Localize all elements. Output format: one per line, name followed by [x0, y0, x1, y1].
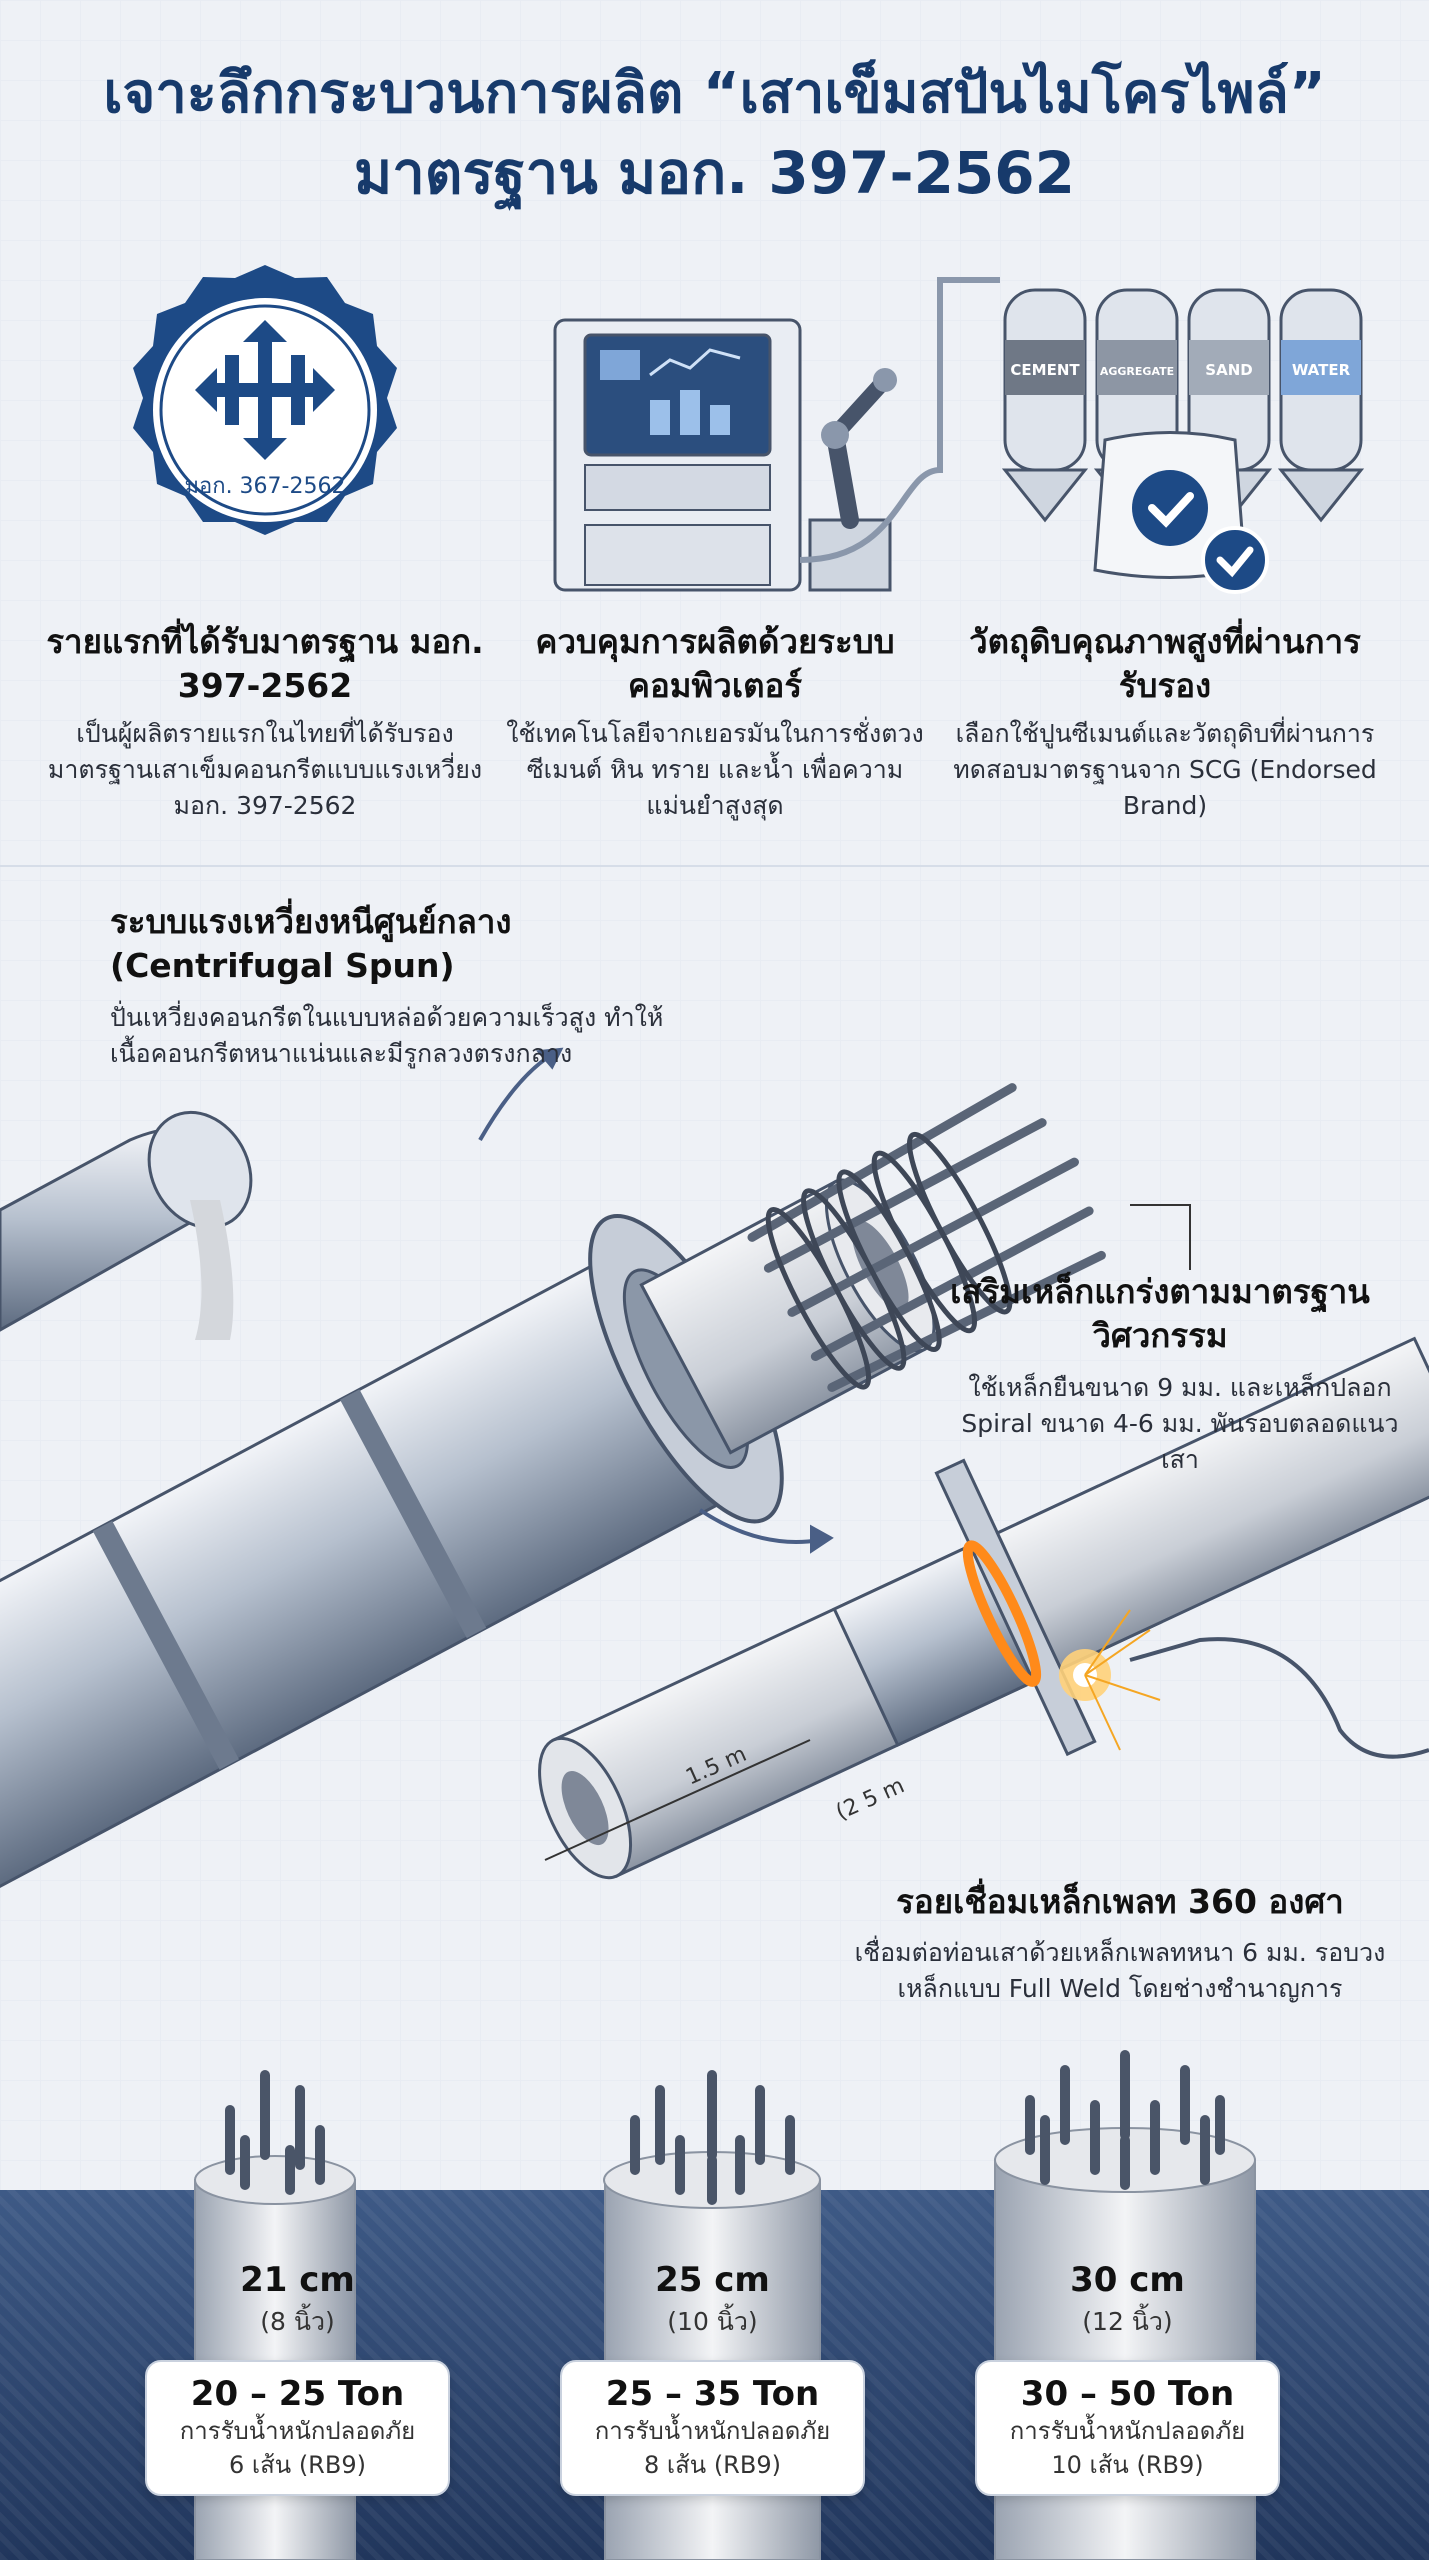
load-spec-box: 20 – 25 Ton การรับน้ำหนักปลอดภัย 6 เส้น … [145, 2360, 450, 2496]
pile-inch: (10 นิ้ว) [667, 2307, 758, 2336]
silo-label-water: WATER [1292, 361, 1351, 379]
rebar-count: 8 เส้น (RB9) [644, 2451, 781, 2479]
silo-label-cement: CEMENT [1010, 361, 1080, 379]
pile-size: 30 cm [1070, 2260, 1185, 2300]
silo-label-sand: SAND [1205, 361, 1252, 379]
rebar-title: เสริมเหล็กแกร่งตามมาตรฐานวิศวกรรม [950, 1272, 1370, 1355]
rebar-count: 10 เส้น (RB9) [1051, 2451, 1204, 2479]
feature-desc: เลือกใช้ปูนซีเมนต์และวัตถุดิบที่ผ่านการท… [953, 719, 1377, 820]
pile-spec-25: 25 cm (10 นิ้ว) 25 – 35 Ton การรับน้ำหนั… [560, 2260, 865, 2496]
welded-pile [538, 1336, 1429, 1880]
pile-size: 21 cm [240, 2260, 355, 2300]
centrifugal-title: ระบบแรงเหวี่ยงหนีศูนย์กลาง (Centrifugal … [110, 900, 511, 988]
load-label: การรับน้ำหนักปลอดภัย [179, 2417, 416, 2445]
load-label: การรับน้ำหนักปลอดภัย [594, 2417, 831, 2445]
load-spec-box: 25 – 35 Ton การรับน้ำหนักปลอดภัย 8 เส้น … [560, 2360, 865, 2496]
section-divider [0, 865, 1429, 867]
load-range: 30 – 50 Ton [1020, 2374, 1235, 2414]
tis-badge: มอก. 367-2562 [133, 265, 397, 535]
computer-console-icon [553, 277, 1000, 592]
material-silos: CEMENT AGGREGATE SAND WATER [1001, 288, 1365, 594]
rebar-desc: ใช้เหล็กยืนขนาด 9 มม. และเหล็กปลอก Spira… [961, 1373, 1399, 1474]
feature-desc: เป็นผู้ผลิตรายแรกในไทยที่ได้รับรองมาตรฐา… [47, 719, 483, 820]
page-title: เจาะลึกกระบวนการผลิต “เสาเข็มสปันไมโครไพ… [0, 55, 1429, 213]
rebar-callout-line [1130, 1204, 1191, 1270]
feature-quality-materials: วัตถุดิบคุณภาพสูงที่ผ่านการรับรอง เลือกใ… [945, 620, 1385, 824]
diameter-dimension: (2 5 m [832, 1773, 908, 1825]
centrifugal-title-line-2: (Centrifugal Spun) [110, 946, 455, 985]
top-illustrations: มอก. 367-2562 CEMENT AGGREGATE [133, 265, 1365, 594]
feature-computer-control: ควบคุมการผลิตด้วยระบบคอมพิวเตอร์ ใช้เทคโ… [495, 620, 935, 824]
title-line-1: เจาะลึกกระบวนการผลิต “เสาเข็มสปันไมโครไพ… [103, 61, 1326, 126]
load-range: 20 – 25 Ton [190, 2374, 405, 2414]
weld-title: รอยเชื่อมเหล็กเพลท 360 องศา [896, 1882, 1344, 1921]
load-range: 25 – 35 Ton [605, 2374, 820, 2414]
feature-desc: ใช้เทคโนโลยีจากเยอรมันในการชั่งตวงซีเมนต… [506, 719, 924, 820]
centrifugal-title-line-1: ระบบแรงเหวี่ยงหนีศูนย์กลาง [110, 902, 512, 941]
feature-first-certified: รายแรกที่ได้รับมาตรฐาน มอก. 397-2562 เป็… [45, 620, 485, 824]
silo-water: WATER [1277, 288, 1365, 523]
silo-label-aggregate: AGGREGATE [1100, 365, 1174, 378]
feature-title: ควบคุมการผลิตด้วยระบบคอมพิวเตอร์ [535, 622, 895, 705]
silo-cement: CEMENT [1001, 288, 1089, 523]
certified-bag-icon [1093, 431, 1269, 594]
pile-inch: (8 นิ้ว) [260, 2307, 335, 2336]
title-line-2: มาตรฐาน มอก. 397-2562 [353, 139, 1075, 207]
pile-inch: (12 นิ้ว) [1082, 2307, 1173, 2336]
pile-size: 25 cm [655, 2260, 770, 2300]
pile-spec-30: 30 cm (12 นิ้ว) 30 – 50 Ton การรับน้ำหนั… [975, 2260, 1280, 2496]
tis-logo-icon [195, 320, 335, 460]
weld-desc: เชื่อมต่อท่อนเสาด้วยเหล็กเพลทหนา 6 มม. ร… [854, 1938, 1386, 2003]
process-illustration: 1.5 m (2 5 m [0, 1047, 1429, 1913]
badge-text: มอก. 367-2562 [185, 474, 346, 499]
concrete-pour-pipe [0, 1110, 253, 1340]
feature-title: วัตถุดิบคุณภาพสูงที่ผ่านการรับรอง [969, 622, 1361, 705]
centrifugal-mold [0, 1083, 1106, 1913]
rotation-arrow-icon [478, 1047, 834, 1554]
weld-spark-icon [1059, 1609, 1429, 1759]
load-spec-box: 30 – 50 Ton การรับน้ำหนักปลอดภัย 10 เส้น… [975, 2360, 1280, 2496]
feature-title: รายแรกที่ได้รับมาตรฐาน มอก. 397-2562 [46, 622, 484, 705]
load-label: การรับน้ำหนักปลอดภัย [1009, 2417, 1246, 2445]
rebar-count: 6 เส้น (RB9) [229, 2451, 366, 2479]
pile-spec-21: 21 cm (8 นิ้ว) 20 – 25 Ton การรับน้ำหนัก… [145, 2260, 450, 2496]
centrifugal-desc: ปั่นเหวี่ยงคอนกรีตในแบบหล่อด้วยความเร็วส… [110, 1003, 664, 1068]
